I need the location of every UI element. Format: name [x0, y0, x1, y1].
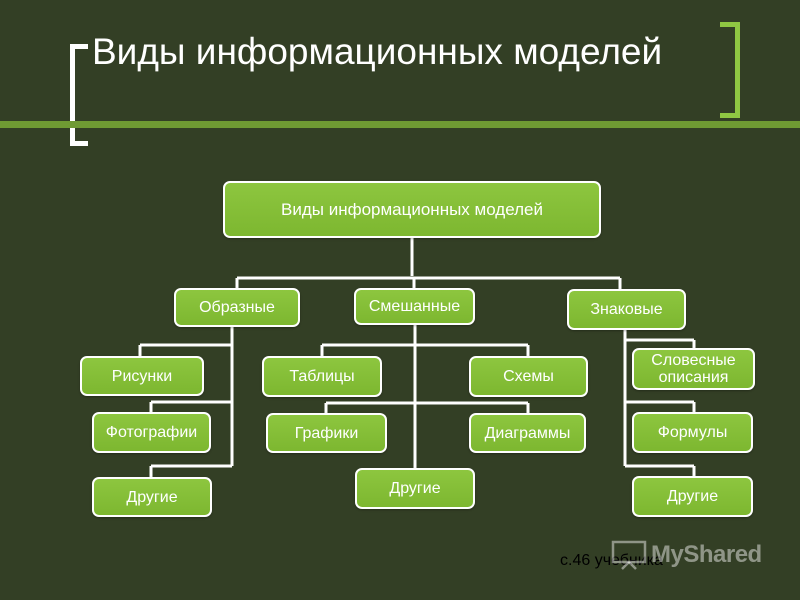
title-underline — [0, 121, 800, 128]
node-drawings: Рисунки — [80, 356, 204, 396]
right-bracket-decoration — [720, 22, 740, 118]
left-bracket-decoration — [70, 44, 88, 146]
node-formulas: Формулы — [632, 412, 753, 453]
node-branch-mixed: Смешанные — [354, 288, 475, 325]
textbook-page-note: с.46 учебника — [560, 552, 663, 569]
node-symbolic-other: Другие — [632, 476, 753, 517]
node-verbal-descriptions: Словесные описания — [632, 348, 755, 390]
watermark-text: MyShared — [651, 541, 762, 568]
presentation-board-icon — [611, 540, 647, 570]
slide-title: Виды информационных моделей — [92, 31, 663, 72]
node-root: Виды информационных моделей — [223, 181, 601, 238]
node-mixed-other: Другие — [355, 468, 475, 509]
node-branch-symbolic: Знаковые — [567, 289, 686, 330]
node-graphs: Графики — [266, 413, 387, 453]
node-charts: Диаграммы — [469, 413, 586, 453]
node-figurative-other: Другие — [92, 477, 212, 517]
watermark: MyShared — [611, 538, 781, 572]
node-branch-figurative: Образные — [174, 288, 300, 327]
node-schemes: Схемы — [469, 356, 588, 397]
node-photos: Фотографии — [92, 412, 211, 453]
node-tables: Таблицы — [262, 356, 382, 397]
